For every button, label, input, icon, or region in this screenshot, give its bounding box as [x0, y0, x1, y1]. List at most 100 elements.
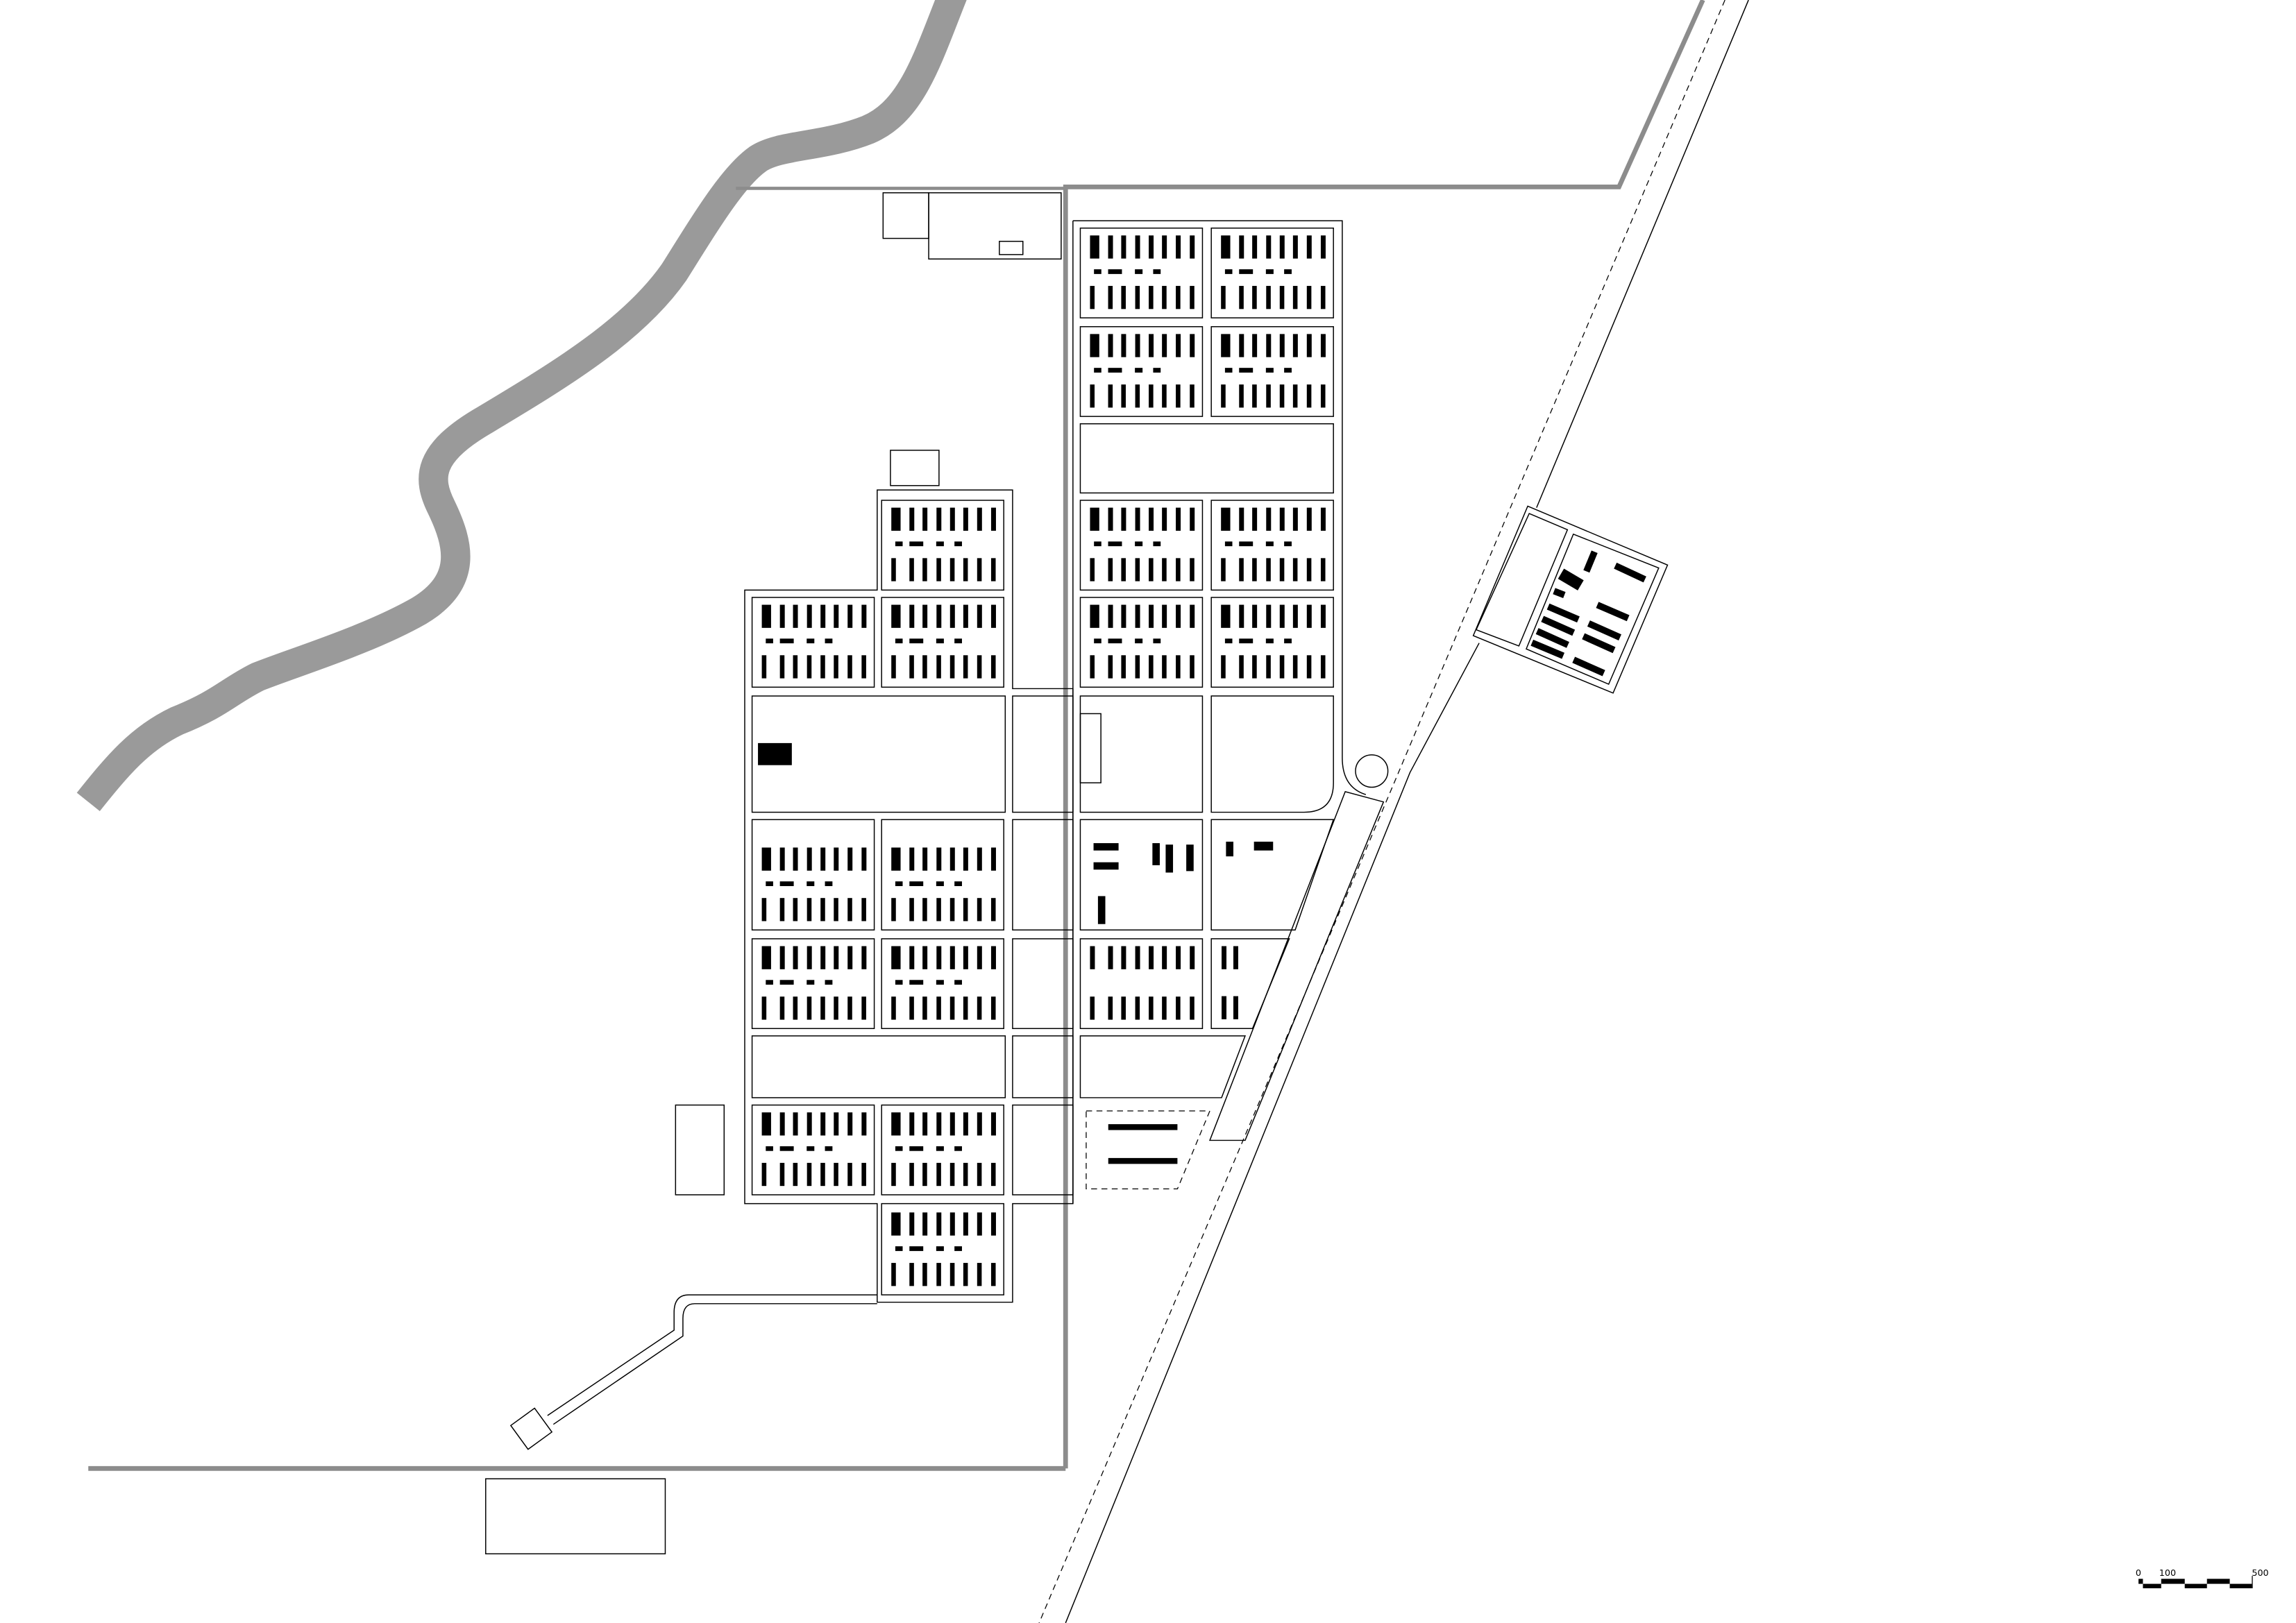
barrack	[1221, 235, 1231, 259]
barrack-rotated	[1582, 633, 1616, 654]
barrack-small	[1108, 368, 1122, 373]
barrack	[820, 847, 826, 871]
barrack	[1121, 334, 1126, 357]
barrack	[793, 847, 798, 871]
barrack	[1266, 604, 1272, 628]
barrack	[949, 898, 955, 921]
barrack-small	[895, 980, 903, 985]
barrack	[1233, 946, 1238, 969]
barrack-rotated	[1546, 603, 1580, 623]
barrack-blocks	[751, 227, 1335, 1295]
barrack	[861, 946, 867, 969]
block-outline	[881, 1104, 1004, 1196]
barrack	[990, 847, 996, 871]
barrack	[820, 996, 825, 1020]
barrack	[847, 1112, 853, 1136]
barrack	[1162, 286, 1167, 309]
barrack	[1222, 996, 1227, 1019]
barrack	[1279, 384, 1285, 408]
barrack	[990, 604, 996, 628]
barrack	[1149, 286, 1154, 309]
road-edge-dashed	[1038, 0, 1725, 1623]
barrack	[1135, 334, 1140, 357]
barrack	[1135, 558, 1140, 581]
enclosure-northeast-inner	[1526, 533, 1660, 686]
barrack-small	[909, 980, 924, 985]
barrack	[1162, 384, 1167, 408]
barrack	[1292, 655, 1298, 679]
building-north-large	[928, 192, 1062, 260]
barrack	[1090, 334, 1099, 357]
barrack	[1190, 334, 1195, 357]
barrack	[1279, 604, 1285, 628]
barrack-small	[1108, 638, 1122, 644]
barrack	[936, 1263, 941, 1286]
barrack	[977, 558, 982, 581]
barrack	[793, 898, 798, 921]
barrack	[1090, 558, 1095, 581]
barrack-rotated	[1614, 562, 1646, 583]
barrack	[1090, 384, 1095, 408]
barrack-small	[1284, 541, 1292, 547]
barrack	[779, 1112, 785, 1136]
barrack	[936, 996, 941, 1020]
barrack	[1162, 507, 1167, 531]
barrack-dashed-2	[1108, 1157, 1178, 1164]
barrack	[922, 1263, 927, 1286]
barrack	[1306, 334, 1312, 357]
barrack-small	[1284, 368, 1292, 373]
barrack-rotated	[1530, 639, 1565, 659]
barrack-rotated	[1553, 588, 1566, 599]
building-southwest-rotated	[509, 1407, 553, 1450]
barrack	[949, 1162, 955, 1187]
barrack	[949, 604, 955, 628]
barrack	[990, 507, 996, 531]
barrack	[1266, 655, 1271, 679]
barrack-block	[881, 1104, 1004, 1196]
barrack-small	[807, 881, 815, 887]
barrack	[1266, 286, 1271, 309]
barrack	[1320, 384, 1326, 408]
barrack-rotated	[1558, 568, 1584, 590]
block-outline	[881, 819, 1004, 931]
barrack-rotated	[1596, 602, 1630, 622]
barrack	[1279, 235, 1285, 259]
barrack	[909, 996, 914, 1020]
barrack-block	[1210, 500, 1334, 591]
barrack	[1306, 235, 1312, 259]
block-outline	[1210, 326, 1334, 417]
barrack	[1190, 384, 1195, 408]
barrack	[922, 1162, 927, 1187]
barrack-small	[1239, 638, 1253, 644]
barrack-small	[895, 638, 903, 644]
enclosure-northeast-buildings	[1530, 550, 1646, 677]
block-outline-empty	[1079, 423, 1334, 494]
enclosure-northeast-outer	[1472, 505, 1669, 694]
barrack	[1135, 946, 1140, 969]
barrack-rotated	[1583, 550, 1598, 573]
barrack	[1121, 507, 1126, 531]
barrack	[834, 946, 839, 969]
barrack	[1239, 286, 1244, 309]
barrack	[1221, 384, 1226, 408]
block-outline	[881, 597, 1004, 688]
barrack-small	[895, 541, 903, 547]
barrack	[936, 655, 941, 679]
barrack	[977, 1263, 982, 1286]
barrack-small	[1135, 368, 1143, 373]
barrack	[1239, 558, 1244, 581]
barrack	[1149, 558, 1154, 581]
barrack-small	[779, 881, 794, 887]
barrack	[922, 1112, 928, 1136]
barrack	[1306, 604, 1312, 628]
barrack-small	[1224, 368, 1233, 373]
barrack-small	[1239, 269, 1253, 274]
barrack	[1306, 655, 1312, 679]
barrack-small	[825, 881, 833, 887]
barrack	[1176, 946, 1181, 969]
barrack	[1252, 604, 1258, 628]
scale-bar: 0 100 500	[2136, 1567, 2269, 1588]
barrack-special	[1165, 844, 1174, 873]
barrack	[909, 655, 914, 679]
barrack	[820, 946, 826, 969]
